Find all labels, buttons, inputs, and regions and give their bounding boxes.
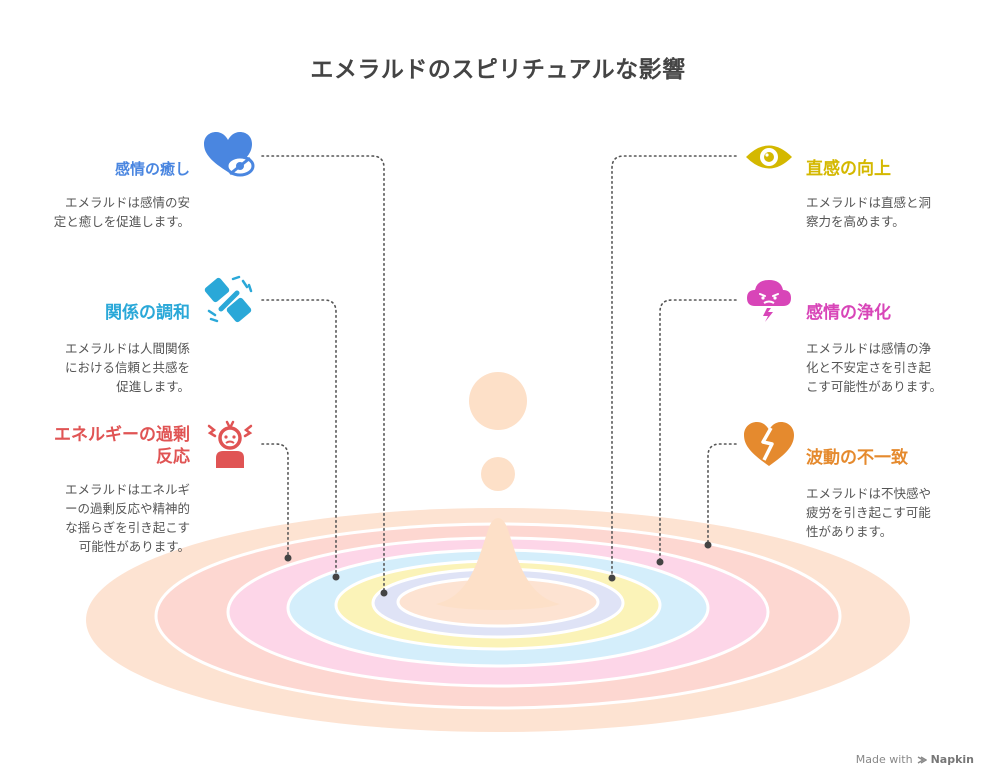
handshake-icon	[204, 275, 253, 323]
connector-emotional-healing	[261, 155, 385, 593]
connector-dot	[284, 554, 292, 562]
connector-dot	[380, 589, 388, 597]
item-desc-relationship-harmony: エメラルドは人間関係 における信頼と共感を 促進します。	[65, 339, 190, 396]
desc-line: 促進します。	[116, 379, 190, 394]
connector-intuition	[611, 155, 737, 578]
stressed-person-icon	[207, 420, 253, 468]
desc-line: 性があります。	[806, 524, 893, 539]
splash-peak	[436, 518, 560, 610]
title-line: 反応	[156, 447, 190, 467]
heart-eye-icon	[204, 132, 255, 177]
connector-dot	[608, 574, 616, 582]
item-desc-emotional-healing: エメラルドは感情の安 定と癒しを促進します。	[54, 193, 190, 231]
item-title-relationship-harmony: 関係の調和	[105, 303, 190, 323]
desc-line: エメラルドは直感と洞	[806, 195, 932, 210]
connector-vibration-mismatch	[707, 443, 737, 545]
napkin-logo-icon	[917, 755, 927, 764]
item-desc-vibration-mismatch: エメラルドは不快感や 疲労を引き起こす可能 性があります。	[806, 484, 931, 541]
desc-line: エメラルドは不快感や	[806, 486, 932, 501]
item-desc-emotional-purification: エメラルドは感情の浄 化と不安定さを引き起 こす可能性があります。	[806, 339, 942, 396]
desc-line: エメラルドは感情の浄	[806, 341, 932, 356]
desc-line: エメラルドは感情の安	[64, 195, 190, 210]
desc-line: 定と癒しを促進します。	[53, 214, 190, 229]
connector-dot	[704, 541, 712, 549]
item-title-intuition: 直感の向上	[806, 159, 891, 179]
desc-line: 察力を高めます。	[806, 214, 905, 229]
napkin-brand: Napkin	[930, 753, 974, 766]
desc-line: エメラルドはエネルギ	[64, 482, 190, 497]
item-title-energy-overreaction: エネルギーの過剰 反応	[54, 424, 190, 468]
desc-line: ーの過剰反応や精神的	[64, 501, 190, 516]
diagram-title: エメラルドのスピリチュアルな影響	[310, 57, 686, 83]
droplet-large	[469, 372, 527, 430]
desc-line: における信頼と共感を	[64, 360, 190, 375]
desc-line: な揺らぎを引き起こす	[65, 520, 190, 535]
desc-line: 化と不安定さを引き起	[806, 360, 932, 375]
item-title-emotional-healing: 感情の癒し	[114, 160, 190, 178]
napkin-watermark: Made with Napkin	[856, 753, 974, 766]
item-title-vibration-mismatch: 波動の不一致	[806, 448, 908, 468]
item-desc-energy-overreaction: エメラルドはエネルギ ーの過剰反応や精神的 な揺らぎを引き起こす 可能性がありま…	[65, 480, 190, 556]
desc-line: 疲労を引き起こす可能	[806, 505, 931, 520]
connector-dot	[332, 573, 340, 581]
desc-line: こす可能性があります。	[806, 379, 943, 394]
item-desc-intuition: エメラルドは直感と洞 察力を高めます。	[806, 193, 931, 231]
made-with-label: Made with	[855, 753, 913, 766]
storm-cloud-icon	[747, 280, 791, 322]
connector-relationship-harmony	[261, 299, 337, 577]
eye-icon	[746, 145, 792, 169]
item-title-emotional-purification: 感情の浄化	[806, 303, 891, 323]
desc-line: 可能性があります。	[78, 539, 190, 554]
title-line: エネルギーの過剰	[54, 425, 190, 445]
broken-heart-icon	[744, 422, 794, 466]
desc-line: エメラルドは人間関係	[64, 341, 190, 356]
connector-dot	[656, 558, 664, 566]
droplet-small	[481, 457, 515, 491]
